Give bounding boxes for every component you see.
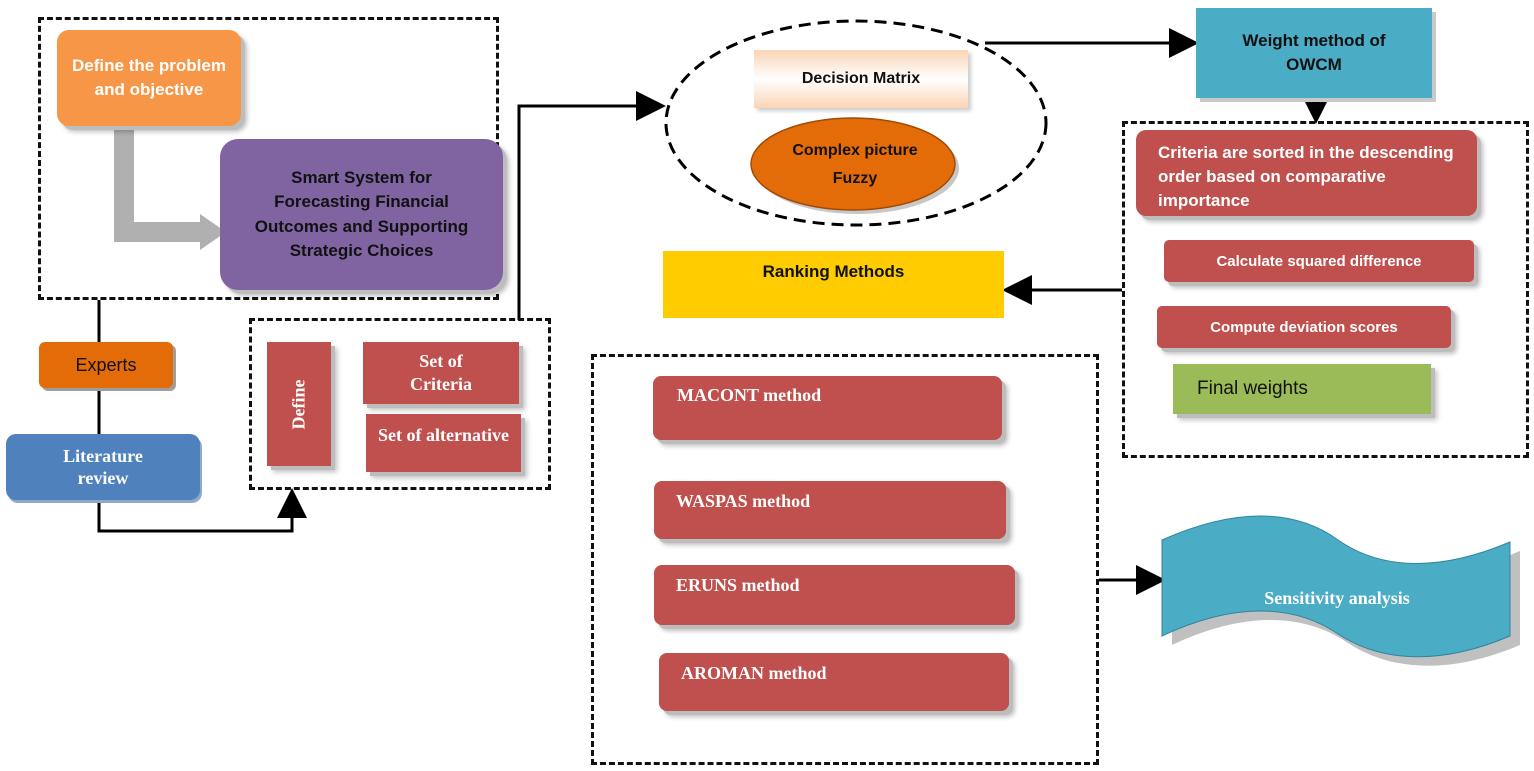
method-waspas-label: WASPAS method xyxy=(676,491,811,511)
set-of-alternative-label: Set of alternative xyxy=(378,425,509,445)
sensitivity-banner xyxy=(1161,515,1511,658)
ranking-methods-label: Ranking Methods xyxy=(762,262,905,281)
fuzzy-label: Complex picture Fuzzy xyxy=(792,142,918,187)
method-waspas-box: WASPAS method xyxy=(654,481,1006,539)
fuzzy-label-box: Complex picture Fuzzy xyxy=(780,136,930,194)
owcm-step-squared-box: Calculate squared difference xyxy=(1164,240,1474,282)
ranking-methods-box: Ranking Methods xyxy=(663,251,1004,318)
experts-box: Experts xyxy=(39,342,173,388)
final-weights-label: Final weights xyxy=(1197,378,1308,399)
sensitivity-label: Sensitivity analysis xyxy=(1264,587,1410,608)
literature-review-box: Literature review xyxy=(6,434,200,500)
method-aroman-label: AROMAN method xyxy=(681,663,827,683)
smart-system-label: Smart System for Forecasting Financial O… xyxy=(254,167,469,261)
owcm-step-deviation-label: Compute deviation scores xyxy=(1210,318,1398,336)
fuzzy-ellipse xyxy=(750,117,956,211)
experts-label: Experts xyxy=(75,354,137,375)
method-eruns-box: ERUNS method xyxy=(654,565,1015,625)
final-weights-box: Final weights xyxy=(1173,364,1431,414)
weight-method-label: Weight method of OWCM xyxy=(1242,31,1386,74)
define-group xyxy=(249,318,551,490)
method-eruns-label: ERUNS method xyxy=(676,575,800,595)
weight-method-box: Weight method of OWCM xyxy=(1196,8,1432,98)
sensitivity-label-box: Sensitivity analysis xyxy=(1172,574,1502,622)
owcm-step-sort-box: Criteria are sorted in the descending or… xyxy=(1136,130,1477,216)
decision-group-ellipse xyxy=(664,19,1048,227)
define-label: Define xyxy=(288,379,309,429)
owcm-step-sort-label: Criteria are sorted in the descending or… xyxy=(1158,143,1454,210)
set-of-alternative-box: Set of alternative xyxy=(366,414,521,472)
method-macont-label: MACONT method xyxy=(677,385,822,405)
set-of-criteria-box: Set of Criteria xyxy=(363,342,519,404)
ranking-methods-group xyxy=(591,354,1099,765)
define-problem-label: Define the problem and objective xyxy=(72,56,226,99)
decision-matrix-box: Decision Matrix xyxy=(754,50,968,108)
owcm-steps-group xyxy=(1122,121,1529,458)
set-of-criteria-label: Set of Criteria xyxy=(410,351,472,394)
literature-to-define-arrow xyxy=(97,488,307,533)
owcm-step-squared-label: Calculate squared difference xyxy=(1216,252,1422,270)
decision-matrix-label: Decision Matrix xyxy=(801,70,921,87)
method-macont-box: MACONT method xyxy=(653,376,1002,440)
literature-review-label: Literature review xyxy=(63,446,143,488)
method-aroman-box: AROMAN method xyxy=(659,653,1009,711)
problem-to-system-arrow xyxy=(114,128,226,250)
define-to-decision-arrow xyxy=(517,91,666,320)
define-problem-box: Define the problem and objective xyxy=(57,30,241,126)
owcm-step-deviation-box: Compute deviation scores xyxy=(1157,306,1451,348)
smart-system-box: Smart System for Forecasting Financial O… xyxy=(220,139,503,290)
define-box: Define xyxy=(267,342,331,466)
